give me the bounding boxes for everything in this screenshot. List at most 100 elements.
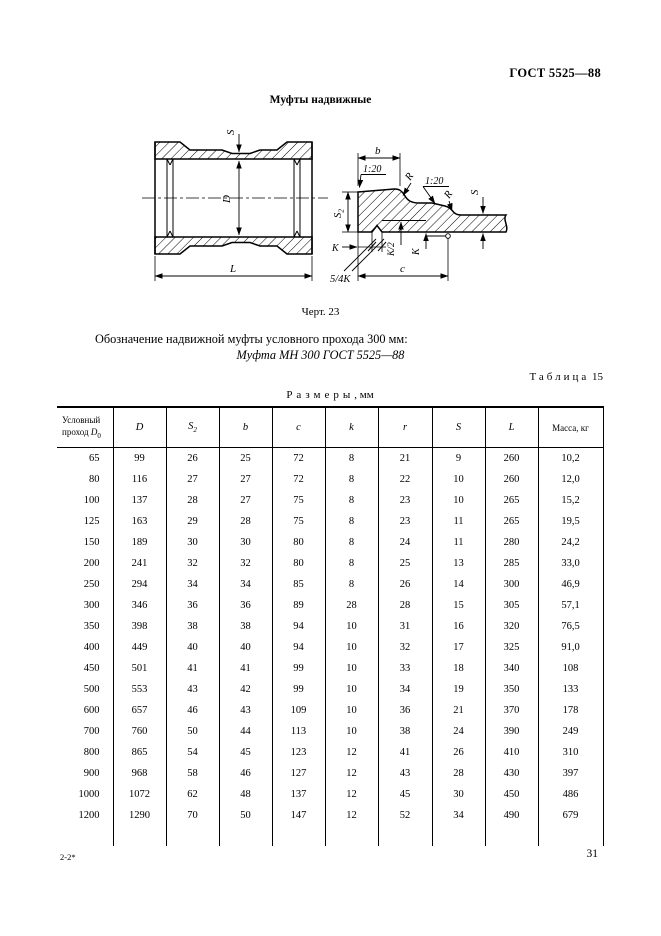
- table-cell: 8: [324, 574, 378, 595]
- table-cell: 50: [165, 721, 219, 742]
- table-cell: 27: [165, 469, 219, 490]
- table-cell: 8: [324, 469, 378, 490]
- table-cell: 163: [112, 511, 166, 532]
- dim-label-k2: К/2: [387, 242, 397, 257]
- table-cell: 42: [218, 679, 272, 700]
- table-cell: 75: [271, 490, 325, 511]
- table-cell: 26: [431, 742, 485, 763]
- table-cell: 397: [537, 763, 604, 784]
- table-cell: 8: [324, 532, 378, 553]
- table-cell: 113: [271, 721, 325, 742]
- table-cell: 300: [83, 600, 100, 611]
- table-label: Таблица 15: [529, 371, 603, 383]
- table-cell: 70: [165, 805, 219, 826]
- radius-label-1: R: [403, 171, 417, 184]
- table-cell: 38: [377, 721, 432, 742]
- table-cell: 28: [431, 763, 485, 784]
- table-cell: 346: [112, 595, 166, 616]
- column-header-b: b: [218, 407, 272, 448]
- table-cell: 30: [165, 532, 219, 553]
- table-cell: 75: [271, 511, 325, 532]
- table-cell: 31: [377, 616, 432, 637]
- table-cell: 450: [484, 784, 538, 805]
- column-header-k: k: [324, 407, 378, 448]
- dim-label-k-mid: K: [411, 247, 422, 256]
- page-title: Муфты надвижные: [269, 94, 372, 106]
- table-cell: 800: [83, 747, 100, 758]
- table-cell: 10: [324, 637, 378, 658]
- table-cell: 10: [324, 616, 378, 637]
- table-cell: 10: [324, 700, 378, 721]
- table-cell: 265: [484, 511, 538, 532]
- table-cell: 72: [271, 447, 325, 469]
- table-cell: 40: [165, 637, 219, 658]
- table-cell: 8: [324, 490, 378, 511]
- table-tail-cell: [165, 826, 219, 846]
- table-cell: 41: [218, 658, 272, 679]
- table-cell: 94: [271, 637, 325, 658]
- coupling-bottom-wall: [154, 236, 313, 255]
- table-cell: 41: [377, 742, 432, 763]
- table-cell: 26: [377, 574, 432, 595]
- table-tail-cell: [218, 826, 272, 846]
- coupling-section-drawing: S D L: [142, 129, 328, 281]
- table-cell: 10,2: [537, 447, 604, 469]
- table-cell: 137: [271, 784, 325, 805]
- table-cell: 27: [218, 490, 272, 511]
- table-cell: 24: [377, 532, 432, 553]
- taper-label-2: 1:20: [425, 176, 443, 187]
- reference-point: [445, 233, 451, 239]
- table-cell: 189: [112, 532, 166, 553]
- table-cell: 260: [484, 447, 538, 469]
- table-cell: 65: [89, 453, 100, 464]
- taper-label-1: 1:20: [363, 164, 381, 175]
- table-cell: 21: [431, 700, 485, 721]
- designation-text: Обозначение надвижной муфты условного пр…: [95, 332, 408, 346]
- table-tail-cell: [484, 826, 538, 846]
- table-cell: 36: [377, 700, 432, 721]
- table-cell: 52: [377, 805, 432, 826]
- dim-label-b: b: [375, 145, 381, 157]
- table-tail-row: [57, 826, 604, 846]
- table-cell: 1200: [78, 810, 100, 821]
- table-cell: 410: [484, 742, 538, 763]
- table-cell: 501: [112, 658, 166, 679]
- table-cell: 11: [431, 511, 485, 532]
- table-cell: 116: [112, 469, 166, 490]
- column-header-D: D: [112, 407, 166, 448]
- table-tail-cell: [377, 826, 432, 846]
- table-cell: 33,0: [537, 553, 604, 574]
- dim-label-s2: S2: [333, 209, 346, 218]
- table-cell: 450: [83, 663, 100, 674]
- table-cell: 24: [431, 721, 485, 742]
- coupling-top-wall: [154, 141, 313, 160]
- table-tail-cell: [57, 826, 113, 846]
- table-cell: 12,0: [537, 469, 604, 490]
- dim-label-s-right: S: [470, 189, 481, 195]
- table-cell: 57,1: [537, 595, 604, 616]
- table-tail-cell: [112, 826, 166, 846]
- table-cell: 12: [324, 805, 378, 826]
- table-cell: 34: [377, 679, 432, 700]
- table-cell: 294: [112, 574, 166, 595]
- table-cell: 34: [218, 574, 272, 595]
- table-cell: 12: [324, 742, 378, 763]
- table-cell: 1290: [112, 805, 166, 826]
- table-cell: 54: [165, 742, 219, 763]
- table-cell: 80: [271, 532, 325, 553]
- table-tail-cell: [431, 826, 485, 846]
- table-cell: 45: [377, 784, 432, 805]
- table-cell: 36: [165, 595, 219, 616]
- dim-label-54k: 5/4K: [330, 274, 351, 285]
- table-cell: 19,5: [537, 511, 604, 532]
- column-header-S2: S2: [165, 407, 219, 448]
- figure-chert-23: S D L: [0, 125, 661, 305]
